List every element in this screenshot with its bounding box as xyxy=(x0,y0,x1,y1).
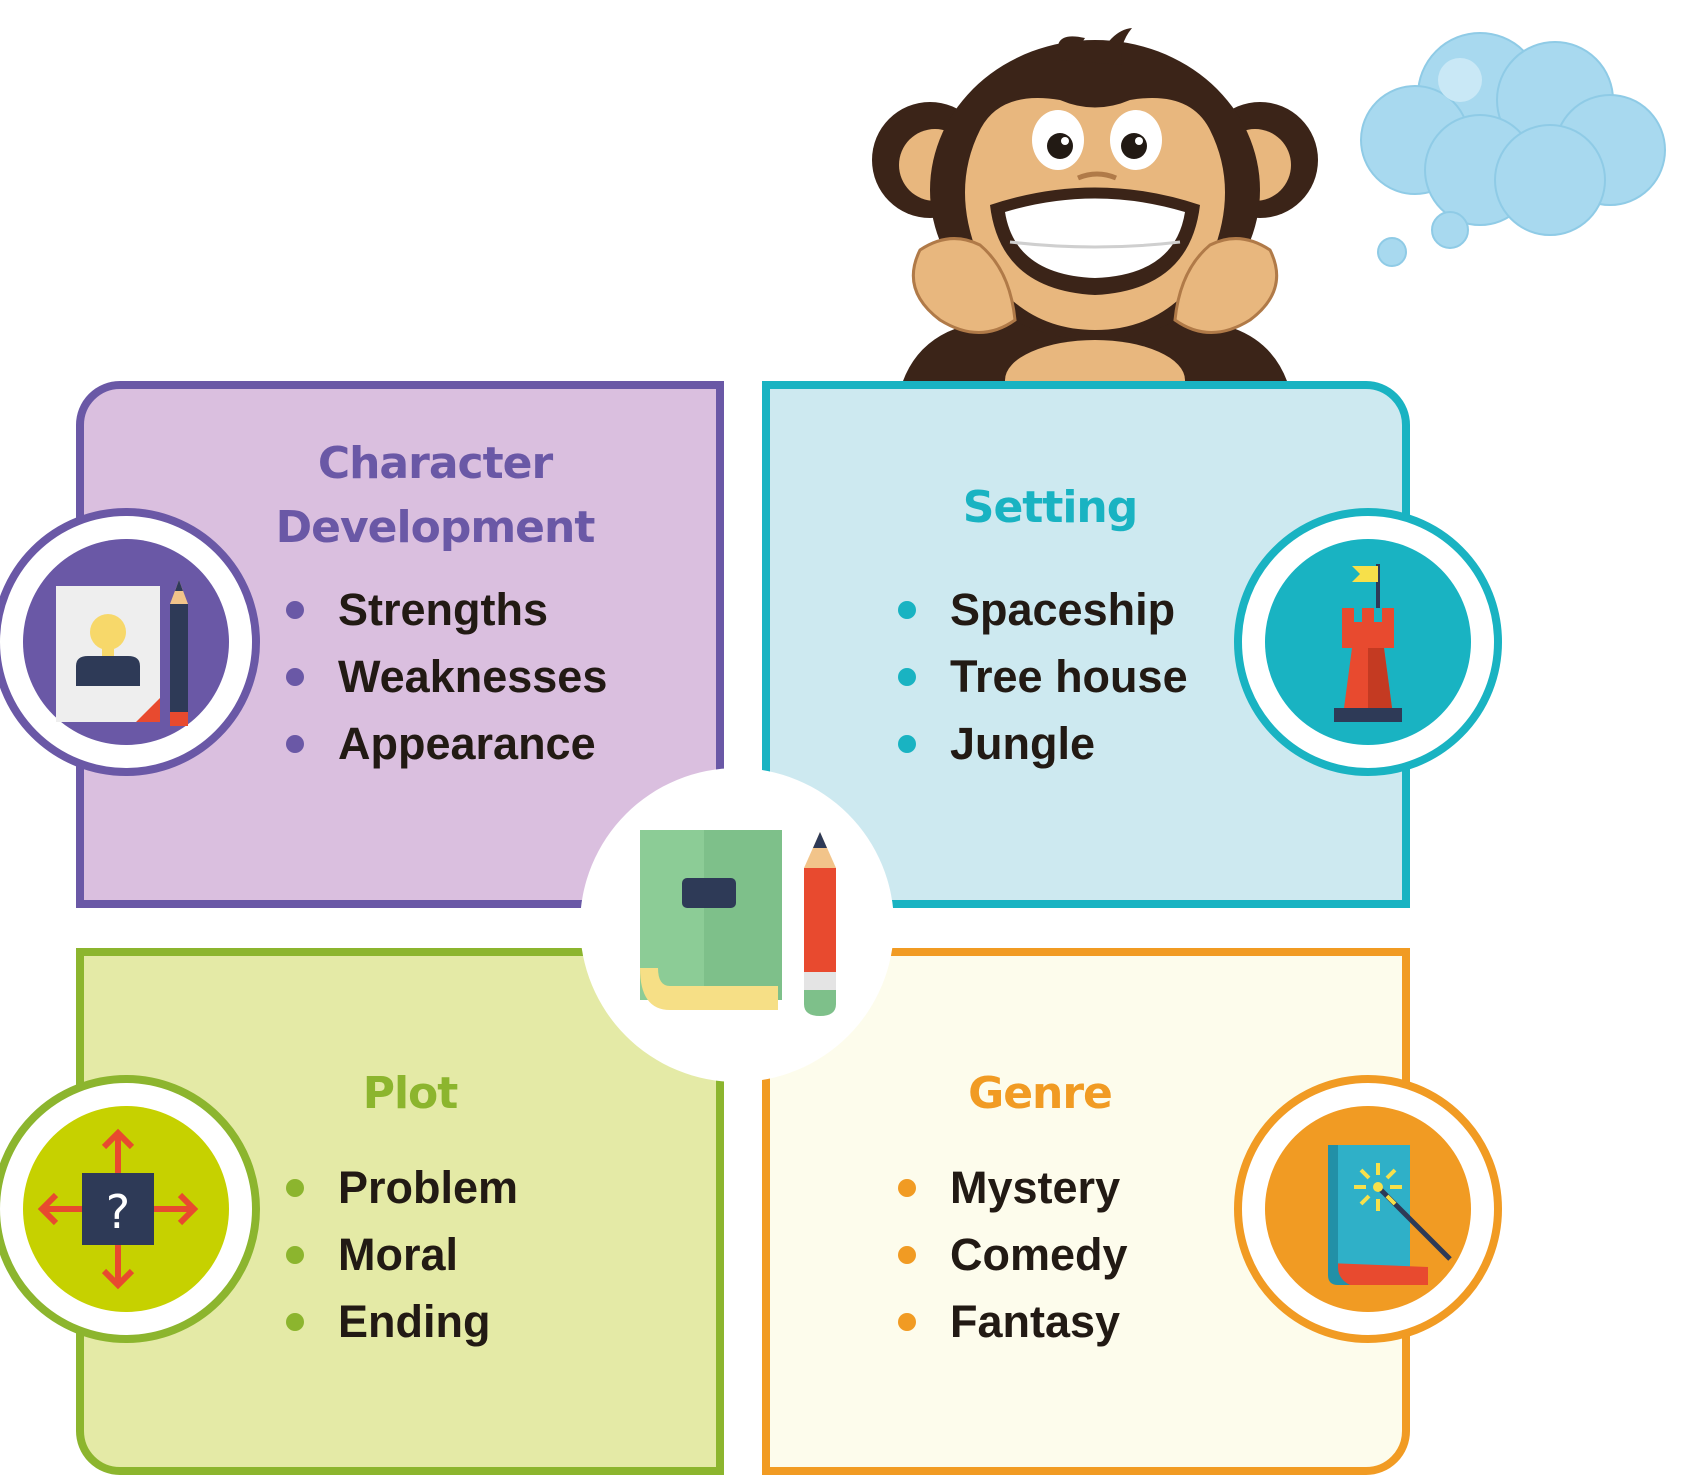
setting-icon-ring xyxy=(1234,508,1502,776)
book-pencil-icon xyxy=(640,830,836,1016)
genre-icon-ring xyxy=(1234,1075,1502,1343)
genre-title: Genre xyxy=(968,1068,1113,1119)
plot-list: Problem Moral Ending xyxy=(286,1154,518,1355)
list-item: Strengths xyxy=(286,576,607,643)
magic-book-icon xyxy=(1328,1145,1452,1285)
list-item: Ending xyxy=(286,1288,518,1355)
thought-cloud-icon xyxy=(1360,32,1666,267)
list-item: Comedy xyxy=(898,1221,1128,1288)
portrait-pencil-icon xyxy=(56,580,188,726)
list-item: Problem xyxy=(286,1154,518,1221)
plot-title: Plot xyxy=(362,1068,459,1119)
character-icon-ring xyxy=(0,508,260,776)
character-title: Character Development xyxy=(240,432,630,560)
center-circle xyxy=(580,768,894,1082)
list-item: Mystery xyxy=(898,1154,1128,1221)
list-item: Spaceship xyxy=(898,576,1188,643)
setting-title: Setting xyxy=(962,482,1139,533)
list-item: Weaknesses xyxy=(286,643,607,710)
monkey-mascot-icon xyxy=(872,28,1318,390)
list-item: Appearance xyxy=(286,710,607,777)
character-list: Strengths Weaknesses Appearance xyxy=(286,576,607,777)
list-item: Jungle xyxy=(898,710,1188,777)
list-item: Fantasy xyxy=(898,1288,1128,1355)
plot-icon-ring: ? xyxy=(0,1075,260,1343)
tower-flag-icon xyxy=(1334,564,1402,722)
question-arrows-icon: ? xyxy=(37,1128,199,1290)
character-title-line2: Development xyxy=(275,502,596,553)
list-item: Moral xyxy=(286,1221,518,1288)
list-item: Tree house xyxy=(898,643,1188,710)
character-title-line1: Character xyxy=(317,438,553,489)
genre-list: Mystery Comedy Fantasy xyxy=(898,1154,1128,1355)
setting-list: Spaceship Tree house Jungle xyxy=(898,576,1188,777)
svg-text:?: ? xyxy=(106,1185,130,1239)
